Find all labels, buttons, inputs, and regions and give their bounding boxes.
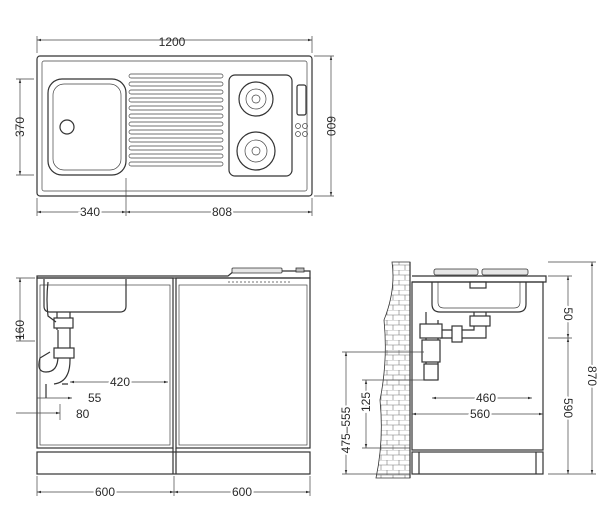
side-worktop: [412, 275, 547, 283]
dim-trap-a-label: 55: [88, 391, 102, 405]
dim-cabinet-height-label: 590: [561, 398, 575, 418]
cabinet-right: [175, 277, 311, 449]
dim-side-bowl-depth-label: 50: [561, 307, 575, 321]
brick-wall: [375, 261, 411, 479]
p-trap: [38, 330, 71, 385]
side-plinth: [411, 451, 544, 475]
dim-outlet-height-label: 125: [359, 392, 373, 412]
dim-trap-b-label: 80: [76, 407, 90, 421]
side-cabinet: [411, 281, 544, 451]
overflow-pipe: [46, 281, 57, 323]
drain-hole: [59, 119, 75, 135]
dim-width-label: 1200: [159, 35, 186, 49]
front-bowl: [43, 279, 127, 313]
control-strip: [296, 84, 307, 116]
hotplate-small: [238, 81, 274, 117]
top-view: 1200 600 370 340 808: [13, 35, 338, 221]
dim-cabinet-depth-label: 560: [470, 407, 490, 421]
dim-outlet-range-label: 475–555: [339, 406, 353, 453]
front-hob-profile: [231, 267, 283, 274]
dim-bowl-width-label: 340: [80, 205, 100, 219]
dim-bowl-depth-label: 370: [13, 117, 27, 137]
worktop-inner-edge: [41, 60, 308, 192]
sink-bowl: [47, 78, 127, 176]
hob-panel: [228, 74, 293, 177]
drainer-ribs: [128, 73, 224, 167]
dim-cabinet-left-label: 600: [95, 485, 115, 499]
side-view: 50 870 590 475–555 125 460 560: [337, 261, 600, 479]
dim-outlet-offset-label: 460: [476, 391, 496, 405]
sink-bowl-inner: [52, 83, 122, 171]
control-knob-icon: [295, 123, 301, 129]
dim-total-height-label: 870: [585, 366, 599, 386]
front-view: 160 420 55 80 600 600: [13, 267, 311, 501]
dim-drainer-width-label: 808: [212, 205, 232, 219]
hotplate-large: [236, 131, 276, 171]
dim-cabinet-right-label: 600: [232, 485, 252, 499]
side-bowl: [431, 282, 527, 313]
dim-waste-offset-label: 420: [110, 375, 130, 389]
cabinet-left: [36, 277, 174, 449]
dim-drain-height-label: 160: [13, 320, 27, 340]
dim-height-label: 600: [324, 116, 338, 136]
